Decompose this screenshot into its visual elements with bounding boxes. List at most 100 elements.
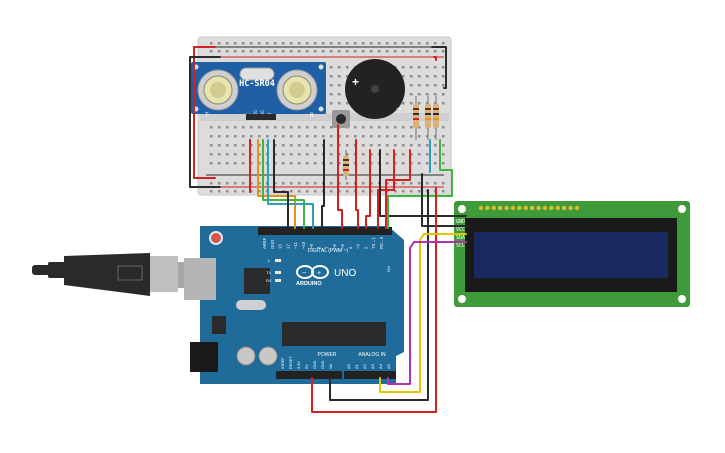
lcd-pad (530, 205, 535, 211)
sensor-crystal (239, 67, 275, 81)
resistor-4[interactable] (343, 150, 349, 180)
power-pin-label: GND (321, 360, 325, 369)
led-rx-label: RX (266, 278, 272, 283)
analog-label: ANALOG IN (358, 352, 386, 358)
lcd-pad (536, 205, 541, 211)
lcd-pad (510, 205, 516, 211)
digital-pin-label: 4 (348, 246, 353, 249)
sensor-model-label: HC-SR04 (239, 79, 275, 89)
lcd-pin-sda: SDA (456, 235, 465, 241)
power-jack (190, 342, 218, 372)
board-brand-label: ARDUINO (296, 281, 322, 287)
wire-orange-trig (257, 139, 296, 229)
wire-red-left-rail (193, 46, 216, 179)
power-pin-label: 3.3V (297, 361, 301, 369)
wire-red-led (385, 149, 411, 229)
sensor-transmitter (197, 69, 239, 111)
lcd-pad (498, 205, 503, 211)
wire-black-button (321, 139, 325, 229)
reset-button-icon[interactable] (211, 233, 221, 243)
lcd-pad (504, 205, 509, 211)
digital-header (258, 227, 392, 235)
microcontroller-chip (282, 322, 386, 346)
status-leds: L TX RX (266, 258, 281, 283)
on-label: ON (386, 266, 391, 272)
power-header (276, 371, 342, 379)
sensor-pin-header (246, 114, 276, 120)
lcd-module[interactable]: GND VCC SDA SCL (454, 201, 690, 307)
lcd-pad (491, 205, 496, 211)
svg-text:−: − (302, 270, 306, 277)
lcd-pad (517, 205, 522, 211)
wire-black-gnd-power (329, 189, 429, 401)
ultrasonic-sensor[interactable]: HC-SR04 T R VCC TRIG ECHO GND (191, 62, 326, 120)
power-pin-label: 5V (305, 364, 309, 369)
arduino-logo-icon: − + (296, 265, 329, 279)
lcd-pin-labels: GND VCC SDA SCL (456, 219, 465, 249)
digital-pin-label: ~3 (356, 244, 361, 249)
lcd-pin-gnd: GND (456, 219, 465, 225)
buzzer-minus: − (396, 104, 402, 115)
resistor-2[interactable] (425, 96, 431, 140)
digital-pin-label: 7 (324, 246, 329, 249)
digital-pin-label: ~5 (340, 244, 345, 249)
lcd-pad (555, 205, 560, 211)
lcd-screen (474, 232, 668, 278)
lcd-pin-scl: SCL (456, 243, 465, 249)
wire-black-left-rail (189, 56, 221, 188)
power-pin-label: RESET (289, 356, 293, 369)
regulator (212, 316, 226, 334)
crystal (236, 300, 266, 310)
wire-red-right-rail (433, 56, 437, 61)
analog-pin-label: A1 (354, 363, 359, 369)
wire-red-button (337, 124, 343, 229)
analog-pin-label: A4 (378, 363, 383, 369)
lcd-pad (549, 205, 554, 211)
wire-black-gnd-lcd (379, 149, 467, 217)
analog-pin-label: A2 (362, 363, 367, 369)
digital-pin-label: ~6 (332, 244, 337, 249)
wire-black-right-rail (431, 46, 447, 89)
usb-port (184, 258, 216, 300)
svg-text:+: + (317, 270, 321, 277)
digital-pin-label: ~10 (301, 241, 306, 249)
wire-red-vcc (311, 187, 437, 413)
digital-pin-label: 13 (278, 244, 283, 249)
digital-pin-label: ~9 (309, 244, 314, 249)
lcd-pad (478, 205, 484, 211)
digital-pin-label: 8 (317, 246, 322, 249)
wire-red-buzzer (365, 149, 371, 229)
lcd-pad (574, 205, 580, 211)
piezo-buzzer[interactable]: + − (345, 59, 405, 119)
analog-pin-label: A0 (346, 363, 351, 369)
wire-black-lcd-gnd-rail (421, 173, 467, 227)
power-label: POWER (318, 352, 337, 358)
wire-green-echo (262, 139, 305, 229)
lcd-pad (485, 205, 490, 211)
wire-yellow-sda (379, 233, 467, 393)
sensor-t-mark: T (205, 112, 209, 119)
lcd-pad (523, 205, 528, 211)
analog-pin-label: A3 (370, 363, 375, 369)
wire-green-led (387, 139, 453, 229)
lcd-pin-vcc: VCC (456, 227, 465, 233)
digital-pin-label: GND (270, 240, 275, 249)
resistor-1[interactable] (413, 96, 419, 140)
digital-pin-label: RX←0 (379, 236, 384, 249)
led-l-label: L (268, 258, 271, 263)
wire-red-button-2 (355, 139, 359, 229)
wires (189, 46, 467, 413)
analog-pin-label: A5 (386, 363, 391, 369)
digital-label: DIGITAL (PWM ~) (308, 248, 348, 254)
lcd-pad (562, 205, 567, 211)
resistor-3[interactable] (433, 96, 439, 140)
digital-pin-label: TX→1 (371, 236, 376, 249)
sensor-receiver (276, 69, 318, 111)
board-model-label: UNO (334, 268, 356, 279)
push-button[interactable] (332, 110, 350, 128)
